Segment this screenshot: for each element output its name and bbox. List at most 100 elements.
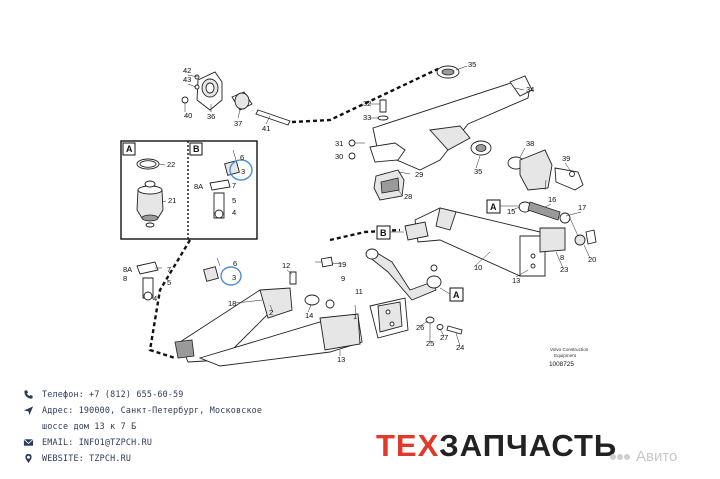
- callout-28: 28: [404, 192, 412, 201]
- highlight-circle-3b: [220, 266, 242, 286]
- contact-email-row: EMAIL: INFO1@TZPCH.RU: [22, 434, 342, 450]
- map-pin-icon: [22, 452, 34, 464]
- callout-4-lower: 4: [153, 294, 157, 303]
- marker-a-right: A: [486, 199, 518, 214]
- drawing-stamp: Volvo Construction Equipment 1008725: [549, 347, 589, 368]
- callout-8: 8: [560, 253, 564, 262]
- callout-34: 34: [526, 85, 534, 94]
- website-text[interactable]: WEBSITE: TZPCH.RU: [42, 453, 132, 463]
- callout-29: 29: [415, 170, 423, 179]
- marker-a-lower: A: [439, 287, 464, 302]
- contact-phone-row: Телефон: +7 (812) 655-60-59: [22, 386, 342, 402]
- a-frame-lower: [174, 256, 363, 367]
- marker-b-middle: B: [376, 225, 404, 240]
- lower-hardware: [136, 257, 221, 301]
- phone-text[interactable]: Телефон: +7 (812) 655-60-59: [42, 389, 184, 399]
- callout-42: 42: [183, 66, 191, 75]
- callout-26: 26: [416, 323, 424, 332]
- link-38-39: [507, 149, 584, 191]
- hardware-30-33: [348, 99, 406, 163]
- callout-1: 1: [353, 312, 357, 321]
- callout-8-lower: 8: [123, 274, 127, 283]
- callout-8a-upper: 8A: [194, 182, 203, 191]
- mail-icon: [22, 436, 34, 448]
- mount-28: [373, 169, 411, 201]
- callout-14: 14: [305, 311, 313, 320]
- callout-labels: 42 43 40 36 37 41 35 34 32 33 31 30 35 3…: [123, 60, 596, 364]
- callout-7-upper: 7: [232, 181, 236, 190]
- callout-37: 37: [234, 119, 242, 128]
- phone-icon: [22, 388, 34, 400]
- watermark: Авито: [610, 448, 677, 465]
- callout-2: 2: [269, 308, 273, 317]
- callout-27: 27: [440, 333, 448, 342]
- callout-24: 24: [456, 343, 464, 352]
- callout-6-upper: 6: [240, 153, 244, 162]
- callout-5-lower: 5: [167, 278, 171, 287]
- callout-22: 22: [167, 160, 175, 169]
- callout-17: 17: [578, 203, 586, 212]
- callout-10: 10: [474, 263, 482, 272]
- link-a-right: [518, 201, 597, 246]
- watermark-dots-icon: [610, 453, 631, 460]
- assembly-leader-2: [148, 239, 192, 360]
- callout-43: 43: [183, 75, 191, 84]
- callout-21: 21: [168, 196, 176, 205]
- stamp-code: 1008725: [549, 361, 574, 368]
- callout-4-upper: 4: [232, 208, 236, 217]
- callout-20: 20: [588, 255, 596, 264]
- detail-view-frame: A B: [120, 140, 258, 240]
- svg-text:A: A: [490, 202, 497, 212]
- exploded-parts-diagram: A B: [120, 60, 597, 368]
- brand-part-2: ЗАПЧАСТЬ: [439, 428, 618, 463]
- svg-text:B: B: [380, 228, 387, 238]
- email-text[interactable]: EMAIL: INFO1@TZPCH.RU: [42, 437, 153, 447]
- callout-13-lower: 13: [337, 355, 345, 364]
- callout-35-top: 35: [468, 60, 476, 69]
- bracket-assembly-top-left: [181, 71, 291, 126]
- bracket-26-27: [369, 297, 463, 339]
- contact-address-row-2: шоссе дом 13 к 7 Б: [22, 418, 342, 434]
- view-a-label: A: [126, 144, 133, 154]
- callout-12: 12: [282, 261, 290, 270]
- callout-5-upper: 5: [232, 196, 236, 205]
- callout-15: 15: [507, 207, 515, 216]
- location-icon: [22, 404, 34, 416]
- callout-9: 9: [341, 274, 345, 283]
- arm-10: [404, 207, 566, 277]
- callout-13-right: 13: [512, 276, 520, 285]
- callout-30: 30: [335, 152, 343, 161]
- callout-3-upper: 3: [241, 167, 245, 176]
- assembly-leader-1: [291, 66, 441, 124]
- contact-info: Телефон: +7 (812) 655-60-59 Адрес: 19000…: [22, 386, 342, 466]
- callout-41: 41: [262, 124, 270, 133]
- callout-35-mid: 35: [474, 167, 482, 176]
- stamp-line-1: Volvo Construction: [550, 347, 589, 352]
- contact-website-row: WEBSITE: TZPCH.RU: [22, 450, 342, 466]
- callout-18: 18: [228, 299, 236, 308]
- callout-16: 16: [548, 195, 556, 204]
- view-b-label: B: [193, 144, 200, 154]
- callout-31: 31: [335, 139, 343, 148]
- callout-32: 32: [363, 99, 371, 108]
- callout-7-lower: 7: [167, 265, 171, 274]
- contact-address-row: Адрес: 190000, Санкт-Петербург, Московск…: [22, 402, 342, 418]
- brand-part-1: ТЕХ: [376, 428, 440, 463]
- callout-3-lower: 3: [232, 273, 236, 282]
- svg-text:A: A: [453, 290, 460, 300]
- watermark-text: Авито: [636, 448, 678, 465]
- address-text-line1: Адрес: 190000, Санкт-Петербург, Московск…: [42, 405, 263, 415]
- callout-6-lower: 6: [233, 259, 237, 268]
- callout-8a-lower: 8A: [123, 265, 132, 274]
- callout-36: 36: [207, 112, 215, 121]
- callout-25: 25: [426, 339, 434, 348]
- callout-33: 33: [363, 113, 371, 122]
- stamp-line-2: Equipment: [554, 353, 577, 358]
- banana-link: [365, 248, 442, 301]
- callout-23: 23: [560, 265, 568, 274]
- callout-11: 11: [355, 287, 363, 296]
- callout-39: 39: [562, 154, 570, 163]
- callout-19: 19: [338, 260, 346, 269]
- address-text-line2: шоссе дом 13 к 7 Б: [42, 421, 137, 431]
